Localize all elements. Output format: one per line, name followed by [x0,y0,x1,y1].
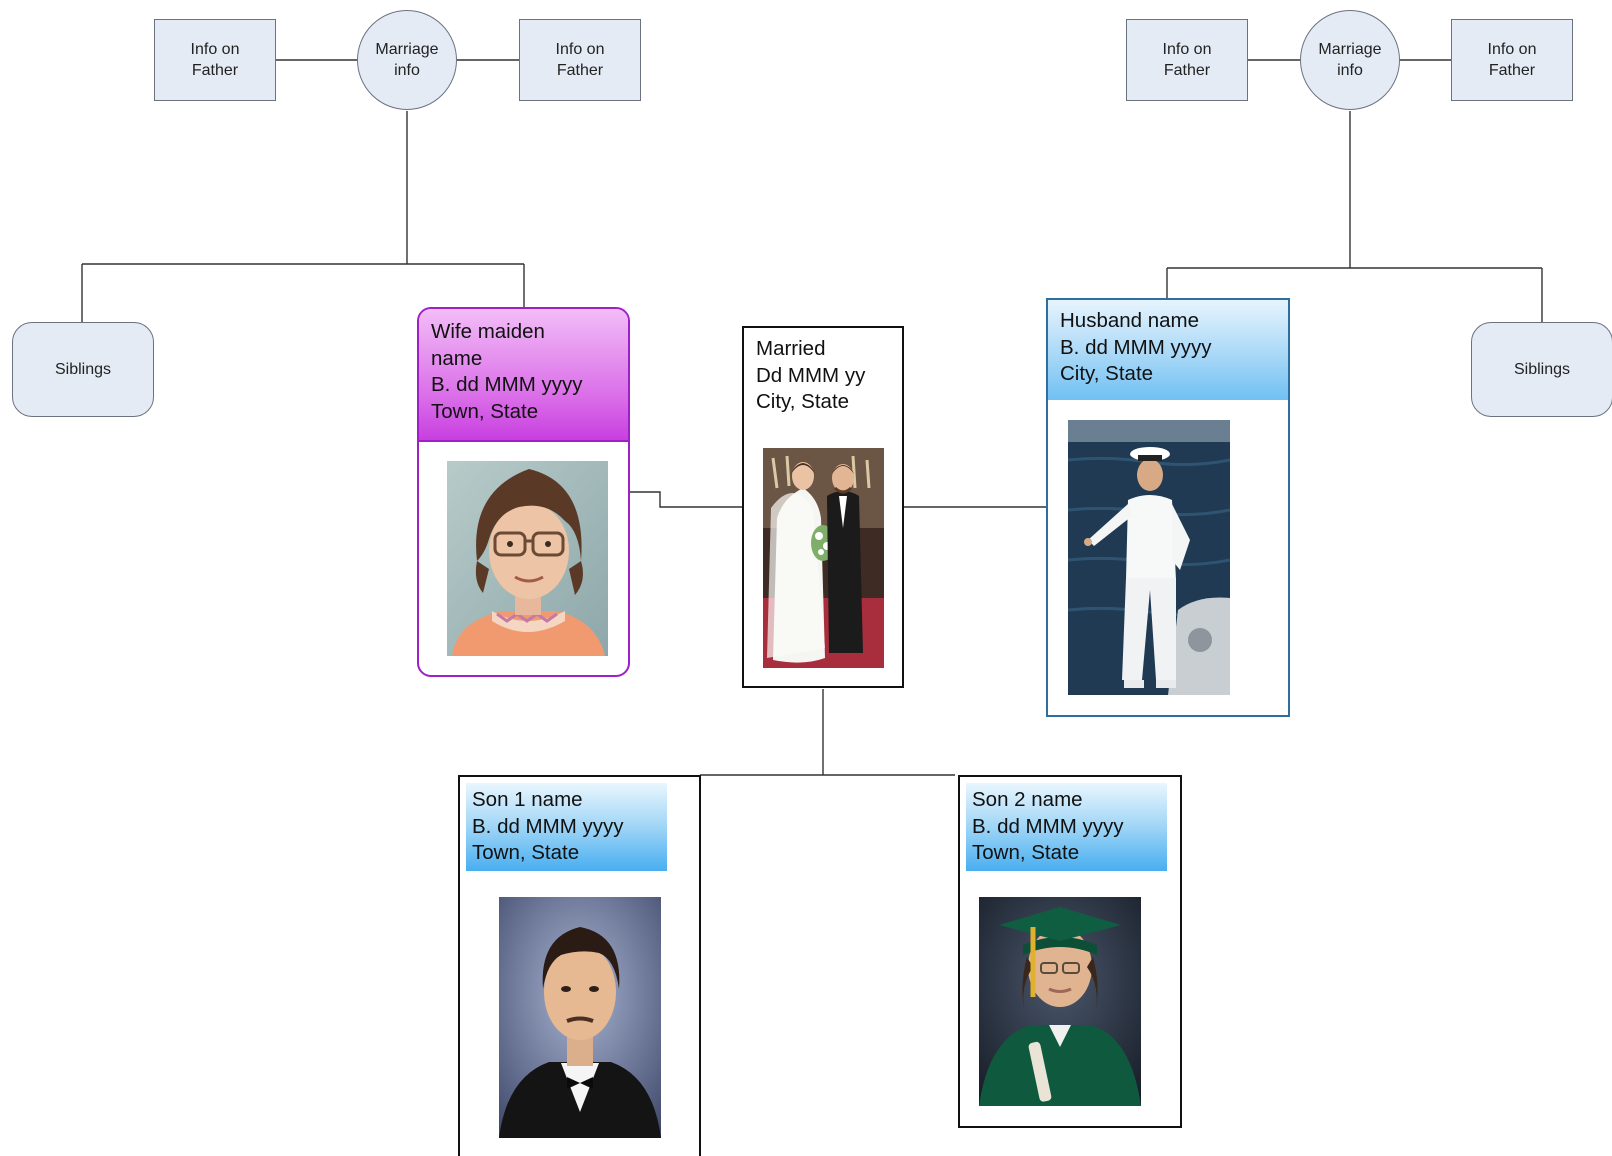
girl-portrait-photo [447,461,608,656]
son2-name: Son 2 name [972,788,1083,811]
box-text-line: info [394,62,420,79]
son2-birth-date: B. dd MMM yyyy [972,814,1124,838]
son1-birth-place: Town, State [472,841,580,864]
box-text-line: Marriage [1318,41,1382,58]
son2-birth-place: Town, State [972,841,1080,864]
box-text-line: Father [556,62,604,79]
married-place: City, State [756,390,850,413]
right-father-info-box-2: Info on Father [1451,19,1573,101]
wife-birth-date: B. dd MMM yyyy [431,373,583,396]
box-text-line: info [1337,62,1363,79]
husband-name: Husband name [1060,309,1200,332]
graduation-portrait-photo [979,897,1141,1106]
married-label: Married [756,337,826,360]
son1-name: Son 1 name [472,788,583,811]
husband-info-header: Husband name B. dd MMM yyyy City, State [1048,300,1288,400]
wife-card: Wife maiden name B. dd MMM yyyy Town, St… [417,307,630,677]
left-siblings-box: Siblings [12,322,154,417]
husband-birth-place: City, State [1060,362,1154,385]
tuxedo-portrait-photo [499,897,661,1138]
son1-card: Son 1 name B. dd MMM yyyy Town, State [458,775,701,1156]
siblings-label: Siblings [1513,361,1571,378]
box-text-line: Father [1163,62,1211,79]
son2-card: Son 2 name B. dd MMM yyyy Town, State [958,775,1182,1128]
right-siblings-box: Siblings [1471,322,1612,417]
box-text-line: Info on [190,41,240,58]
box-text-line: Father [1488,62,1536,79]
son1-info-header: Son 1 name B. dd MMM yyyy Town, State [466,783,667,871]
connector-line [630,491,742,508]
wife-info-header: Wife maiden name B. dd MMM yyyy Town, St… [419,309,628,442]
right-father-info-box: Info on Father [1126,19,1248,101]
box-text-line: Info on [555,41,605,58]
left-father-info-box: Info on Father [154,19,276,101]
son2-info-header: Son 2 name B. dd MMM yyyy Town, State [966,783,1167,871]
wedding-couple-photo [763,448,884,668]
left-marriage-info-circle: Marriage info [357,10,457,110]
box-text-line: Info on [1162,41,1212,58]
married-date: Dd MMM yy [756,363,866,387]
married-card: Married Dd MMM yy City, State [742,326,904,688]
married-info: Married Dd MMM yy City, State [744,328,902,424]
wife-name-line-1: Wife maiden [431,320,545,343]
box-text-line: Father [191,62,239,79]
siblings-label: Siblings [54,361,112,378]
box-text-line: Marriage [375,41,439,58]
wife-birth-place: Town, State [431,399,539,423]
left-father-info-box-2: Info on Father [519,19,641,101]
husband-birth-date: B. dd MMM yyyy [1060,335,1212,359]
right-marriage-info-circle: Marriage info [1300,10,1400,110]
navy-officer-photo [1068,420,1230,695]
wife-name-line-2: name [431,346,483,370]
husband-card: Husband name B. dd MMM yyyy City, State [1046,298,1290,717]
box-text-line: Info on [1487,41,1537,58]
son1-birth-date: B. dd MMM yyyy [472,814,624,838]
